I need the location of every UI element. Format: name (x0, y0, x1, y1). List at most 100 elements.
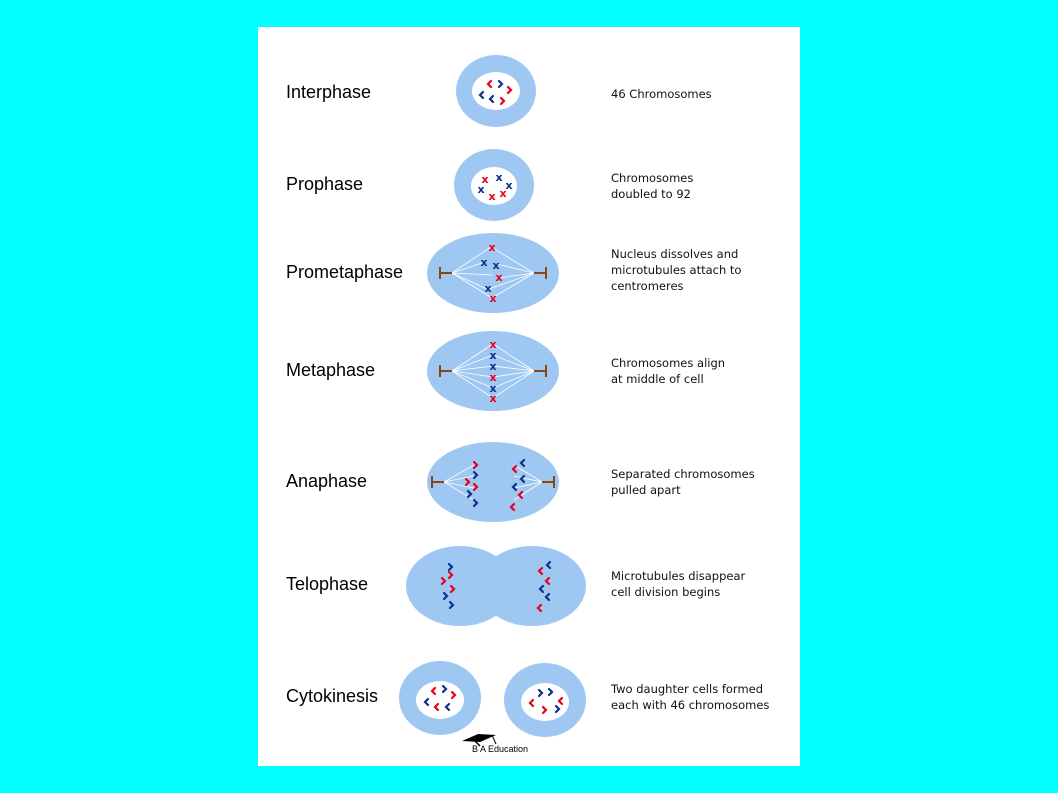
chromosome (486, 79, 493, 89)
chromosome (472, 482, 479, 492)
stage-name-anaphase: Anaphase (286, 471, 368, 491)
spindle-poles (431, 476, 555, 488)
stage-desc-metaphase: Chromosomes align at middle of cell (611, 355, 725, 387)
chromosome (447, 562, 454, 572)
desc-line: Nucleus dissolves and (611, 247, 739, 261)
stage-name-prometaphase: Prometaphase (286, 262, 404, 282)
chromosome (440, 576, 447, 586)
interphase-cell (456, 55, 536, 127)
chromosomes: x x x x x x (480, 241, 502, 305)
stage-name-cytokinesis: Cytokinesis (286, 686, 379, 706)
cell-body (427, 233, 559, 313)
chromosome (545, 560, 552, 570)
cell-body (427, 442, 559, 522)
chromosome (511, 482, 518, 492)
nucleus (416, 681, 464, 719)
desc-line: Microtubules disappear (611, 569, 746, 583)
chromosome: x (492, 259, 499, 272)
chromosomes (440, 560, 552, 613)
chromosome (511, 464, 518, 474)
prophase-cell: x x x x x x (454, 149, 534, 221)
spindle-fibers (451, 246, 535, 299)
chromosome (547, 687, 554, 697)
chromosome (554, 704, 561, 714)
chromosome: x (488, 241, 495, 254)
chromosomes (464, 458, 526, 512)
cell-lobe-right (478, 546, 586, 626)
chromosome (544, 576, 551, 586)
chromosome: x (495, 171, 502, 184)
desc-line: Separated chromosomes (611, 467, 755, 481)
chromosome (506, 85, 513, 95)
chromosome (497, 79, 504, 89)
chromosome (442, 591, 449, 601)
stage-desc-cytokinesis: Two daughter cells formed each with 46 c… (611, 681, 769, 713)
chromosome (509, 502, 516, 512)
chromosome (447, 570, 454, 580)
chromosome: x (489, 371, 496, 384)
chromosome: x (480, 256, 487, 269)
chromosome: x (489, 360, 496, 373)
nucleus (471, 167, 517, 205)
stage-name-interphase: Interphase (286, 82, 372, 102)
chromosome (450, 690, 457, 700)
chromosome (537, 688, 544, 698)
desc-line: cell division begins (611, 585, 721, 599)
stage-name-metaphase: Metaphase (286, 360, 376, 380)
chromosome (466, 489, 473, 499)
chromosome (472, 460, 479, 470)
prometaphase-cell: x x x x x x (427, 233, 559, 313)
cell-body (427, 331, 559, 411)
chromosome (449, 584, 456, 594)
chromosome: x (489, 382, 496, 395)
logo-text: B A Education (472, 744, 529, 754)
chromosome (519, 458, 526, 468)
chromosome: x (477, 183, 484, 196)
chromosome (444, 702, 451, 712)
stage-desc-anaphase: Separated chromosomes pulled apart (611, 466, 755, 498)
chromosome: x (489, 292, 496, 305)
desc-line: pulled apart (611, 483, 681, 497)
desc-line: Two daughter cells formed (611, 682, 764, 696)
chromosomes (478, 79, 513, 106)
stage-desc-interphase: 46 Chromosomes (611, 86, 712, 102)
nucleus (521, 683, 569, 721)
desc-line: Chromosomes align (611, 356, 726, 370)
spindle-poles (439, 267, 547, 279)
chromosome: x (489, 392, 496, 405)
chromosome (541, 705, 548, 715)
chromosome (519, 474, 526, 484)
chromosome (488, 94, 495, 104)
chromosome: x (484, 282, 491, 295)
chromosome (433, 702, 440, 712)
chromosome: x (488, 190, 495, 203)
metaphase-cell: x x x x x x (427, 331, 559, 411)
chromosome (478, 90, 485, 100)
desc-line: microtubules attach to (611, 263, 742, 277)
chromosome (448, 600, 455, 610)
graduation-cap-icon (462, 734, 497, 747)
chromosome (472, 498, 479, 508)
chromosome: x (481, 173, 488, 186)
chromosome: x (505, 179, 512, 192)
cytokinesis-cells (399, 661, 586, 737)
stage-desc-telophase: Microtubules disappear cell division beg… (611, 568, 745, 600)
anaphase-cell (427, 442, 559, 522)
chromosome (557, 696, 564, 706)
stage-name-telophase: Telophase (286, 574, 369, 594)
stage-name-prophase: Prophase (286, 174, 364, 194)
chromosome: x (489, 349, 496, 362)
chromosome (544, 592, 551, 602)
chromosome (536, 603, 543, 613)
telophase-cell (406, 546, 586, 626)
chromosome (537, 566, 544, 576)
chromosomes: x x x x x x (477, 171, 512, 203)
desc-line: at middle of cell (611, 372, 704, 386)
chromosomes: x x x x x x (489, 338, 496, 405)
chromosome (423, 697, 430, 707)
chromosome (464, 477, 471, 487)
chromosome (538, 584, 545, 594)
chromosome (430, 686, 437, 696)
desc-line: 46 Chromosomes (611, 87, 712, 101)
